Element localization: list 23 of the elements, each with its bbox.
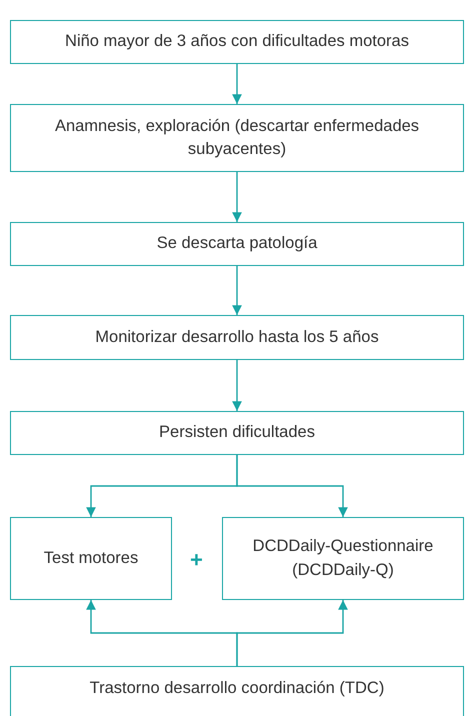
process-box bbox=[10, 222, 464, 266]
box-text: Trastorno desarrollo coordinación (TDC) bbox=[90, 678, 384, 699]
arrow bbox=[232, 360, 242, 411]
arrow bbox=[236, 455, 348, 517]
box-text: Persisten dificultades bbox=[159, 422, 315, 444]
arrow bbox=[232, 172, 242, 222]
box-text: Niño mayor de 3 años con dificultades motoras bbox=[65, 31, 409, 52]
process-box bbox=[10, 20, 464, 64]
process-box bbox=[10, 517, 172, 600]
arrow bbox=[232, 266, 242, 315]
arrow bbox=[232, 64, 242, 104]
process-box bbox=[10, 315, 464, 360]
box-text: Monitorizar desarrollo hasta los 5 años bbox=[95, 326, 379, 348]
arrow bbox=[236, 600, 348, 666]
box-text: DCDDaily-Questionnaire (DCDDaily-Q) bbox=[252, 536, 434, 580]
process-box bbox=[222, 517, 464, 600]
box-text: Anamnesis, exploración (descartar enfermedades subyacentes) bbox=[54, 116, 420, 160]
box-text: Se descarta patología bbox=[156, 233, 318, 254]
plus-sign: + bbox=[190, 549, 203, 571]
process-box bbox=[10, 104, 464, 172]
process-box bbox=[10, 666, 464, 716]
box-text: Test motores bbox=[44, 548, 138, 569]
process-box bbox=[10, 411, 464, 455]
